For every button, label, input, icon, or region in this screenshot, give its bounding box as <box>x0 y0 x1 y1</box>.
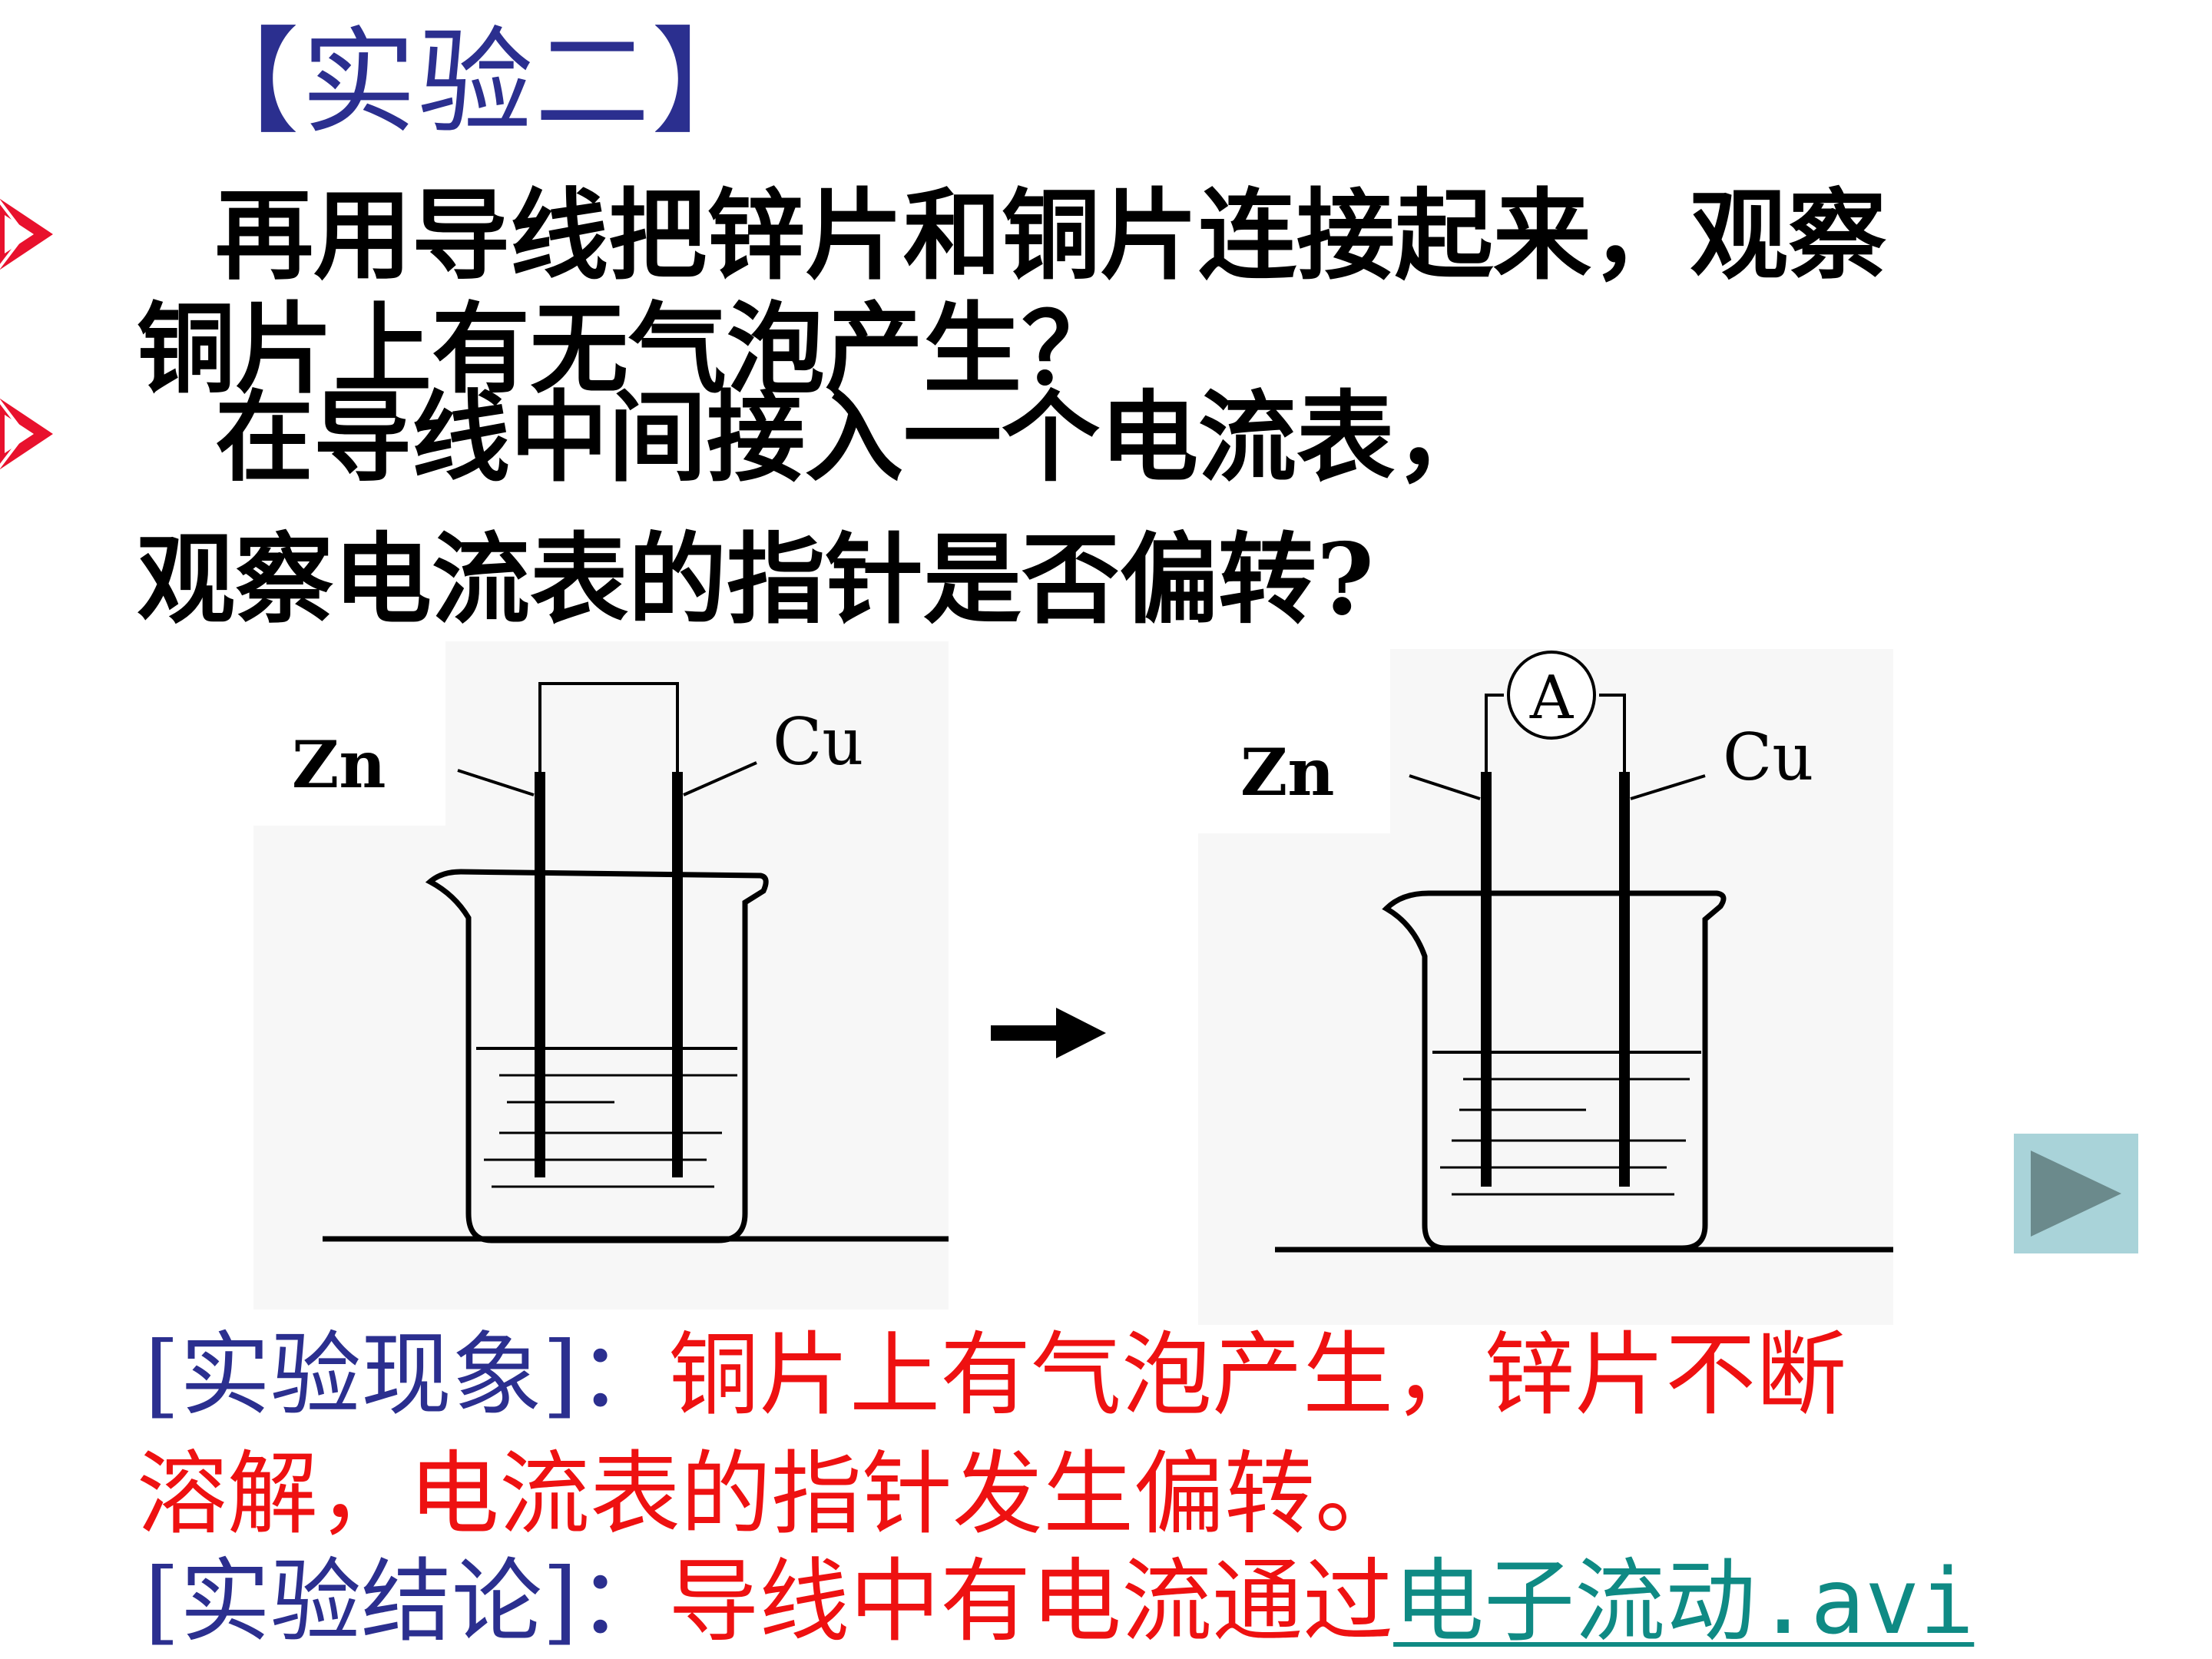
phenomenon-text: 铜片上有气泡产生，锌片不断 <box>668 1322 1847 1428</box>
phenomenon-tag: [实验现象]： <box>144 1322 669 1428</box>
question-2-line-2: 观察电流表的指针是否偏转? <box>137 522 1375 637</box>
question-2-line-1: 在导线中间接入一个电流表， <box>215 380 1494 495</box>
question-1-line-1: 再用导线把锌片和铜片连接起来，观察 <box>215 178 1887 293</box>
right-arrow-icon <box>991 1008 1106 1058</box>
zn-label: Zn <box>292 727 386 803</box>
beaker-diagram-right: Zn Cu A <box>1198 649 1893 1325</box>
conclusion-tag: [实验结论]： <box>144 1548 669 1654</box>
next-slide-button[interactable] <box>2014 1134 2138 1253</box>
zn-label: Zn <box>1240 734 1334 810</box>
phenomenon-line-1: [实验现象]：铜片上有气泡产生，锌片不断 <box>144 1317 1846 1432</box>
phenomenon-line-2: 溶解，电流表的指针发生偏转。 <box>137 1441 1406 1547</box>
bullet-arrow-icon <box>0 399 53 469</box>
cu-label: Cu <box>773 704 863 780</box>
conclusion-text: 导线中有电流通过 <box>668 1548 1394 1654</box>
ammeter-icon <box>1507 651 1596 740</box>
ammeter-label: A <box>1529 664 1575 733</box>
bullet-arrow-icon <box>0 199 53 270</box>
conclusion-line: [实验结论]：导线中有电流通过电子流动.avi <box>144 1544 1974 1659</box>
cu-label: Cu <box>1723 720 1813 795</box>
play-icon <box>2031 1151 2121 1237</box>
beaker-diagram-left: Zn Cu <box>253 641 949 1310</box>
slide-title: 【实验二】 <box>184 16 769 150</box>
question-1-line-2: 铜片上有无气泡产生？ <box>137 292 1121 407</box>
video-link[interactable]: 电子流动.avi <box>1393 1548 1975 1654</box>
